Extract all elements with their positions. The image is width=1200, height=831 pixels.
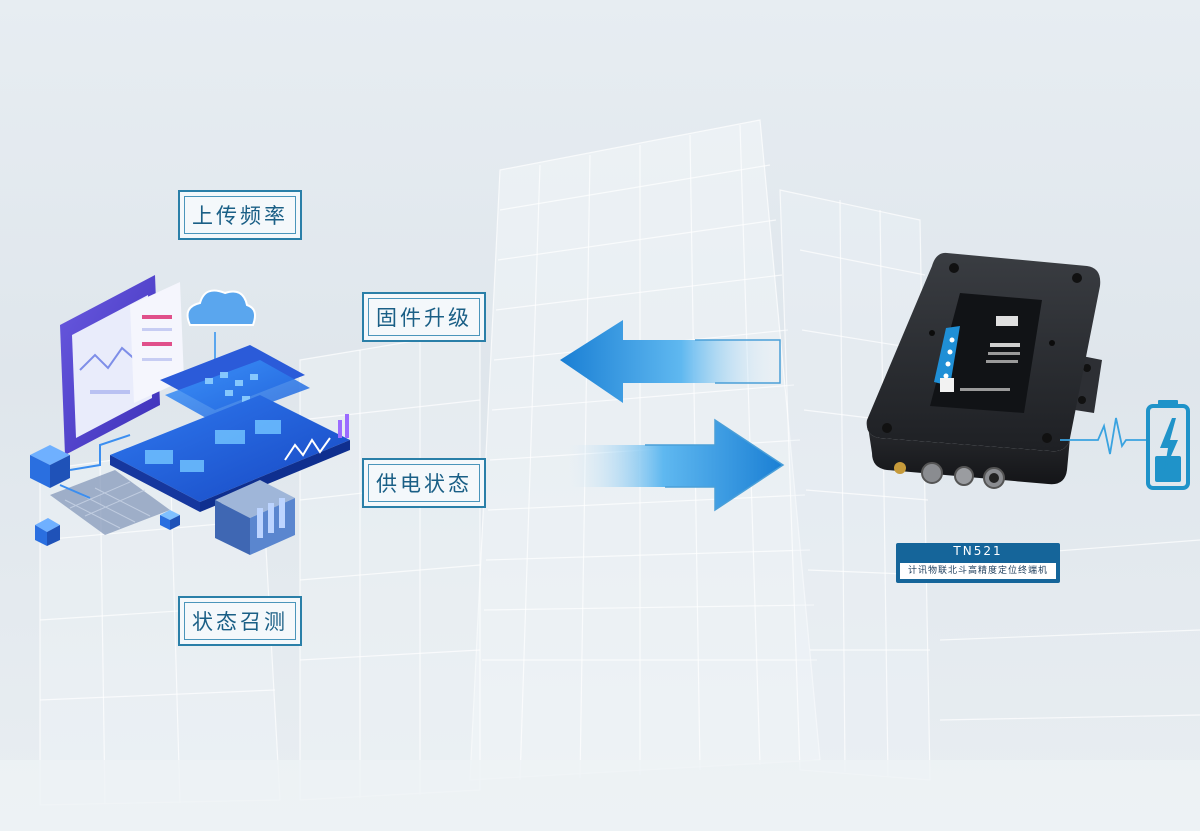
arrow-left-icon	[560, 320, 781, 403]
device-subtitle: 计讯物联北斗高精度定位终端机	[900, 563, 1056, 579]
feature-label-status-call: 状态召测	[184, 602, 296, 640]
platform-illustration	[30, 275, 350, 555]
feature-label-upload-frequency: 上传频率	[184, 196, 296, 234]
tn521-device-image	[866, 252, 1102, 489]
heartbeat-line-icon	[1060, 417, 1148, 455]
device-label-card: TN521 计讯物联北斗高精度定位终端机	[896, 543, 1060, 583]
data-flow-arrows	[560, 320, 785, 512]
feature-box-status-call: 状态召测	[178, 596, 302, 646]
feature-label-firmware-upgrade: 固件升级	[368, 298, 480, 336]
device-model: TN521	[953, 544, 1003, 558]
feature-box-power-status: 供电状态	[362, 458, 486, 508]
feature-box-firmware-upgrade: 固件升级	[362, 292, 486, 342]
battery-charging-icon	[1146, 400, 1190, 490]
power-indicator	[1060, 400, 1190, 490]
arrow-right-icon	[565, 418, 785, 512]
feature-box-upload-frequency: 上传频率	[178, 190, 302, 240]
feature-label-power-status: 供电状态	[368, 464, 480, 502]
